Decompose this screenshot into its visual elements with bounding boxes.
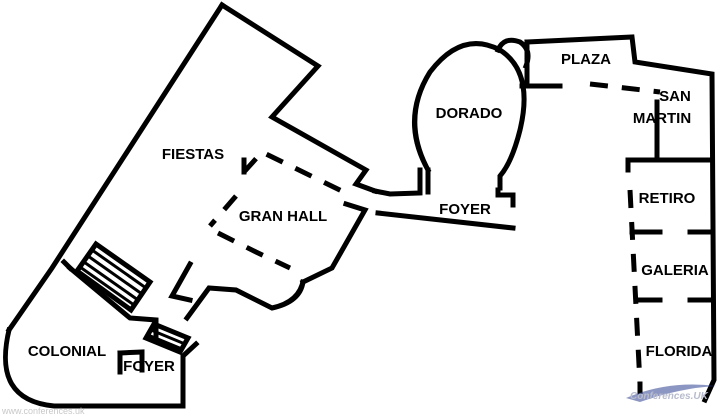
room-label-foyer-left: FOYER bbox=[123, 358, 175, 375]
plaza-outer bbox=[524, 34, 717, 404]
room-label-galeria: GALERIA bbox=[641, 262, 709, 279]
watermark-footer-text: www.conferences.uk bbox=[1, 406, 85, 416]
center-foyer-bottom bbox=[375, 210, 516, 231]
plaza-sanmartin-partition bbox=[589, 81, 661, 95]
room-label-fiestas: FIESTAS bbox=[162, 146, 224, 163]
center-foyer-walls bbox=[372, 167, 516, 231]
room-label-retiro: RETIRO bbox=[639, 190, 696, 207]
conferences-uk-logo: Conferences.UK bbox=[626, 384, 716, 402]
room-label-foyer-center: FOYER bbox=[439, 201, 491, 218]
colonial-foyer-divider bbox=[117, 349, 145, 373]
room-label-san-martin-2: MARTIN bbox=[633, 110, 691, 127]
lower-staircase bbox=[142, 320, 192, 356]
fiestas-stub-wall bbox=[60, 258, 74, 272]
left-wing-walls bbox=[2, 1, 379, 409]
left-staircase bbox=[73, 240, 154, 314]
gran-hall-right-wall bbox=[299, 200, 369, 286]
watermark-logo-text: Conferences.UK bbox=[630, 391, 709, 402]
center-foyer-right bbox=[495, 187, 516, 198]
long-inner-wall-dash bbox=[627, 189, 643, 385]
room-label-plaza: PLAZA bbox=[561, 51, 611, 68]
colonial-inner-wall bbox=[66, 264, 159, 339]
colonial-curved-wall bbox=[2, 326, 200, 409]
fiestas-top-wall bbox=[218, 1, 379, 195]
room-label-colonial: COLONIAL bbox=[28, 343, 106, 360]
room-label-dorado: DORADO bbox=[436, 105, 503, 122]
room-label-gran-hall: GRAN HALL bbox=[239, 208, 327, 225]
right-wing-walls bbox=[519, 34, 717, 404]
room-label-florida: FLORIDA bbox=[646, 343, 713, 360]
room-label-san-martin-1: SAN bbox=[659, 88, 691, 105]
fiestas-outer-wall bbox=[5, 1, 226, 334]
gran-hall-partitions bbox=[168, 148, 352, 303]
center-foyer-top bbox=[372, 167, 423, 197]
gran-hall-bottom-curve bbox=[183, 279, 306, 322]
